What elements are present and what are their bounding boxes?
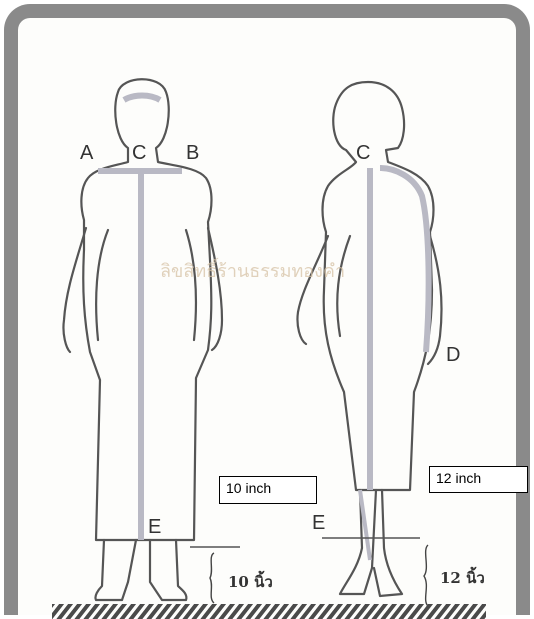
point-c-female-label: C	[356, 142, 370, 165]
ground-hatch	[52, 604, 486, 619]
female-brace	[424, 545, 428, 606]
watermark-text: ลิขสิทธิ์ร้านธรรมทองคำ	[160, 256, 345, 285]
female-sleeve-line	[380, 168, 429, 352]
point-e-female-label: E	[312, 512, 325, 535]
female-length-label: 12 inch	[429, 466, 528, 493]
female-thai-measure: 12 นิ้ว	[440, 566, 485, 590]
male-length-label: 10 inch	[219, 476, 317, 504]
point-a-label: A	[80, 142, 93, 165]
point-d-label: D	[446, 344, 460, 367]
male-cap-band	[124, 96, 160, 101]
point-e-male-label: E	[148, 516, 161, 539]
point-b-label: B	[186, 142, 199, 165]
male-thai-measure: 10 นิ้ว	[228, 570, 273, 594]
male-brace	[210, 553, 214, 603]
point-c-male-label: C	[132, 142, 146, 165]
